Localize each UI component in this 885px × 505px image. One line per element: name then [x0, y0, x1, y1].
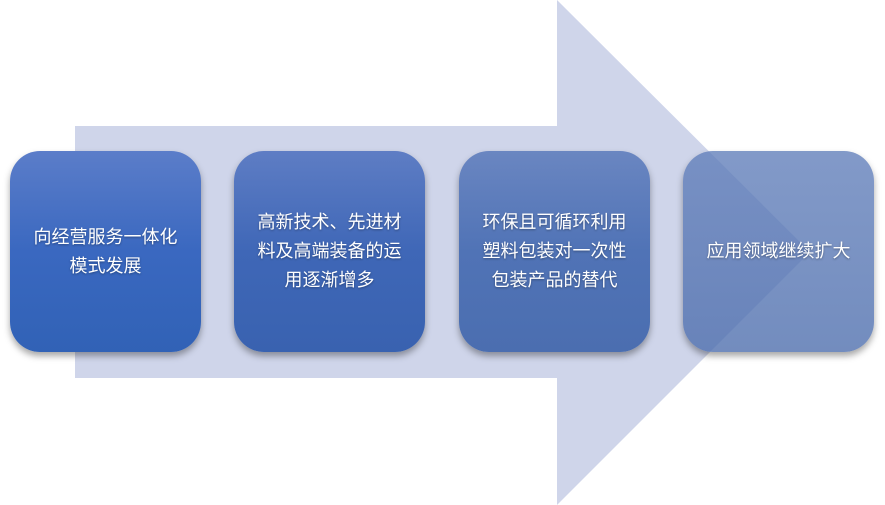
step-3-box: 环保且可循环利用 塑料包装对一次性 包装产品的替代	[459, 151, 650, 352]
step-3-line-2: 塑料包装对一次性	[482, 241, 627, 262]
step-2-box: 高新技术、先进材 料及高端装备的运 用逐渐增多	[234, 151, 425, 352]
step-1-box: 向经营服务一体化 模式发展	[10, 151, 201, 352]
step-2-line-2: 料及高端装备的运	[257, 241, 402, 262]
step-2-line-3: 用逐渐增多	[284, 270, 375, 291]
step-1-line-2: 模式发展	[69, 255, 142, 277]
step-2-line-1: 高新技术、先进材	[257, 212, 402, 233]
step-4-line-1: 应用领域继续扩大	[706, 241, 851, 262]
step-1-line-1: 向经营服务一体化	[33, 226, 178, 248]
step-4-box: 应用领域继续扩大	[683, 151, 874, 352]
step-3-line-3: 包装产品的替代	[491, 270, 618, 291]
step-3-line-1: 环保且可循环利用	[482, 212, 627, 233]
